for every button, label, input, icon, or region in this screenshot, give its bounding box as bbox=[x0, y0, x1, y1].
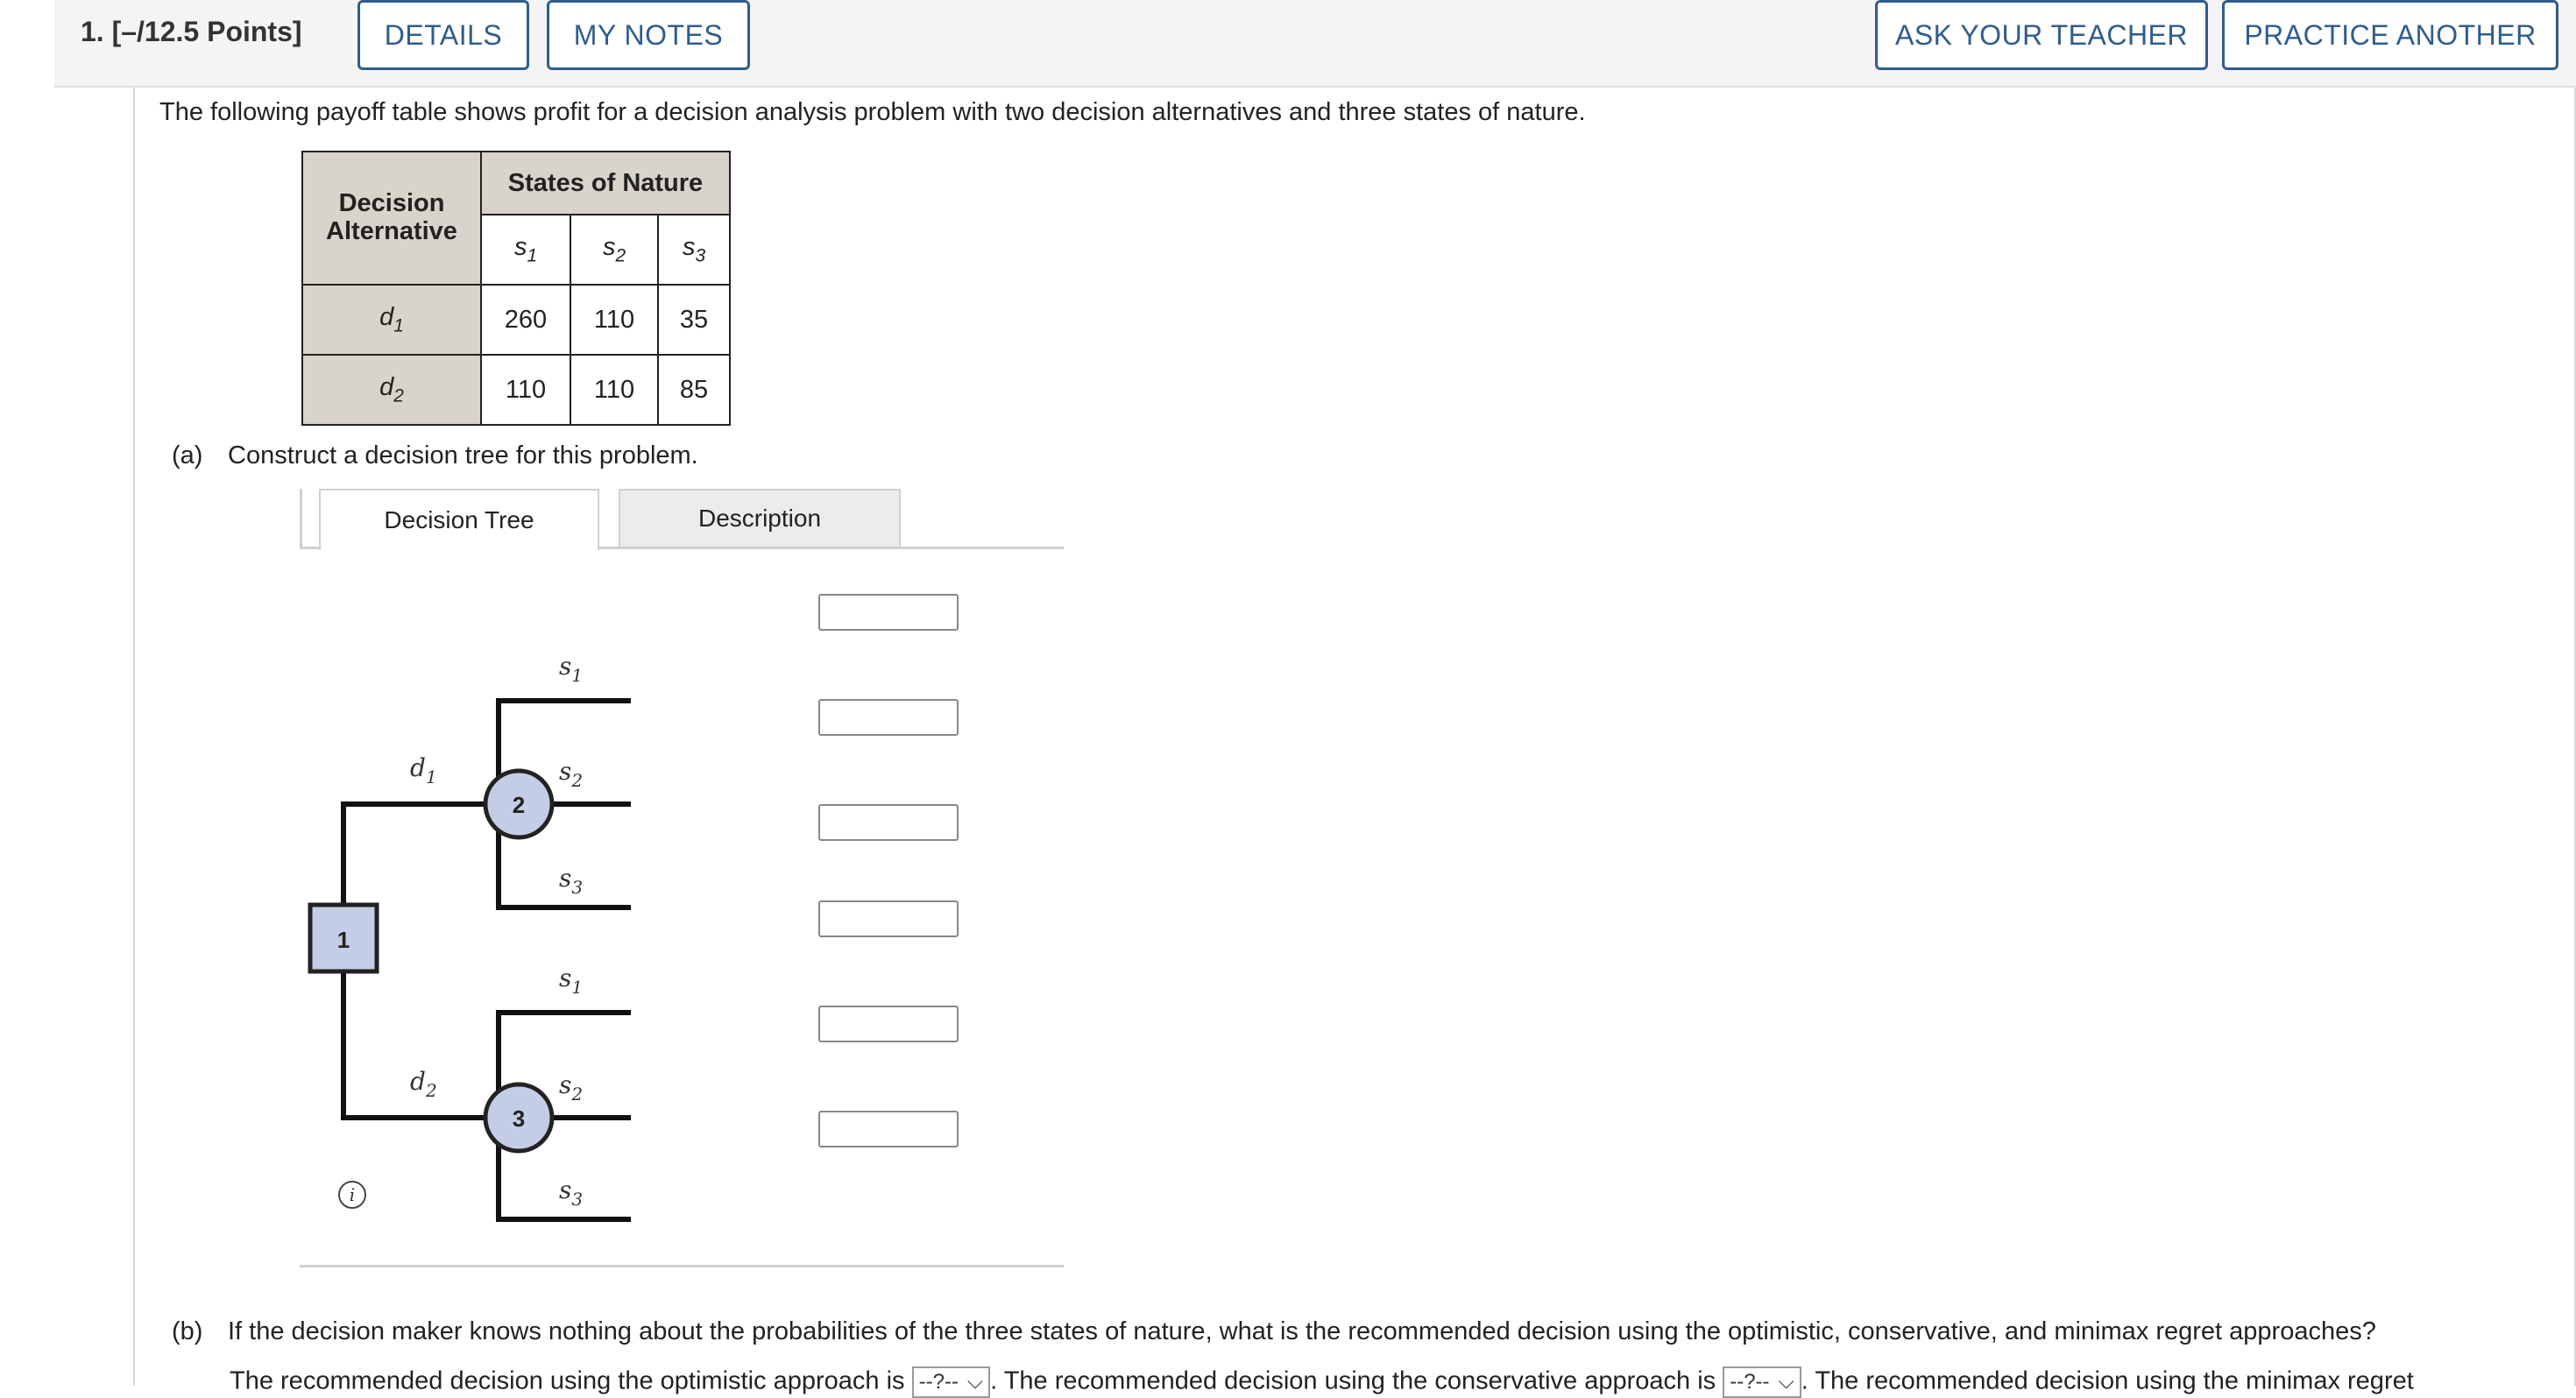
table-row: d2 110 110 85 bbox=[301, 354, 731, 426]
part-a-label: (a) bbox=[172, 441, 203, 470]
payoff-input-d2-s2[interactable] bbox=[818, 1006, 959, 1042]
ask-your-teacher-button[interactable]: ASK YOUR TEACHER bbox=[1875, 0, 2208, 70]
payoff-cell: 110 bbox=[480, 354, 571, 426]
branch-label-s2: s2 bbox=[559, 1070, 583, 1105]
branch-label-s2: s2 bbox=[559, 757, 583, 791]
payoff-input-d1-s3[interactable] bbox=[818, 804, 959, 841]
state-s1-header: s1 bbox=[480, 214, 571, 286]
branch-label-s3: s3 bbox=[559, 1176, 583, 1210]
part-a: (a) Construct a decision tree for this pr… bbox=[172, 441, 698, 470]
select-value: --?-- bbox=[1730, 1370, 1770, 1394]
question-number: 1. [–/12.5 Points] bbox=[81, 16, 302, 47]
states-of-nature-header: States of Nature bbox=[480, 151, 731, 215]
payoff-table: Decision Alternative States of Nature s1… bbox=[301, 151, 731, 426]
my-notes-button[interactable]: MY NOTES bbox=[547, 0, 750, 70]
payoff-cell: 260 bbox=[480, 284, 571, 356]
tab-description[interactable]: Description bbox=[619, 489, 901, 548]
chevron-down-icon: ⌵ bbox=[966, 1370, 984, 1394]
chance-node bbox=[483, 1082, 555, 1154]
details-button[interactable]: DETAILS bbox=[357, 0, 529, 70]
minimax-prefix: . The recommended decision using the min… bbox=[1801, 1366, 2414, 1395]
chance-node bbox=[483, 768, 555, 840]
chance-node-label: 3 bbox=[513, 1105, 525, 1132]
part-a-text: Construct a decision tree for this probl… bbox=[228, 441, 698, 470]
decision-tree: 1 2 3 d1 d2 s1 s2 s3 s1 s2 s3 bbox=[308, 652, 631, 1222]
select-value: --?-- bbox=[918, 1370, 959, 1394]
conservative-select[interactable]: --?-- ⌵ bbox=[1723, 1366, 1801, 1398]
intro-text: The following payoff table shows profit … bbox=[159, 98, 1586, 126]
info-icon[interactable]: i bbox=[338, 1181, 366, 1209]
branch-label-s1: s1 bbox=[559, 652, 583, 686]
decision-node-label: 1 bbox=[337, 927, 350, 953]
payoff-cell: 85 bbox=[657, 354, 731, 426]
decision-alternative-header: Decision Alternative bbox=[301, 151, 482, 286]
part-b-label: (b) bbox=[172, 1317, 203, 1345]
branch-label-d1: d1 bbox=[410, 753, 437, 787]
payoff-input-d2-s1[interactable] bbox=[818, 900, 959, 937]
part-b-answers: The recommended decision using the optim… bbox=[230, 1366, 2414, 1398]
tab-edge bbox=[300, 489, 302, 548]
table-row: d1 260 110 35 bbox=[301, 284, 731, 356]
payoff-cell: 35 bbox=[657, 284, 731, 356]
optimistic-prefix: The recommended decision using the optim… bbox=[230, 1366, 905, 1395]
chevron-down-icon: ⌵ bbox=[1778, 1370, 1794, 1394]
payoff-input-d1-s2[interactable] bbox=[818, 699, 959, 736]
row-label-d1: d1 bbox=[301, 284, 482, 356]
part-b: (b) If the decision maker knows nothing a… bbox=[172, 1317, 2376, 1346]
payoff-cell: 110 bbox=[570, 354, 659, 426]
state-s3-header: s3 bbox=[657, 214, 731, 286]
branch-label-s3: s3 bbox=[559, 864, 583, 898]
state-s2-header: s2 bbox=[570, 214, 659, 286]
tree-bottom-divider bbox=[300, 1265, 1064, 1267]
part-b-question: If the decision maker knows nothing abou… bbox=[228, 1317, 2376, 1345]
conservative-prefix: . The recommended decision using the con… bbox=[990, 1366, 1716, 1395]
branch-label-s1: s1 bbox=[559, 964, 583, 998]
decision-node bbox=[308, 902, 379, 974]
optimistic-select[interactable]: --?-- ⌵ bbox=[911, 1366, 991, 1398]
payoff-input-d2-s3[interactable] bbox=[818, 1111, 959, 1147]
practice-another-button[interactable]: PRACTICE ANOTHER bbox=[2222, 0, 2558, 70]
question-body: The following payoff table shows profit … bbox=[133, 88, 2576, 1398]
payoff-input-d1-s1[interactable] bbox=[818, 594, 959, 631]
chance-node-label: 2 bbox=[513, 792, 525, 818]
branch-label-d2: d2 bbox=[410, 1067, 437, 1101]
row-label-d2: d2 bbox=[301, 354, 482, 426]
payoff-cell: 110 bbox=[570, 284, 659, 356]
tab-decision-tree[interactable]: Decision Tree bbox=[319, 489, 599, 550]
